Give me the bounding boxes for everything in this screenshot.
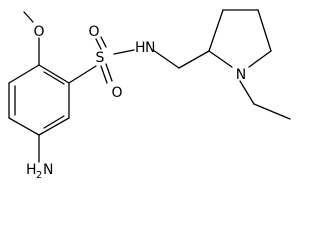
bond-ring-inner-2	[43, 115, 65, 129]
bond-ring-c6-c1	[8, 64, 40, 84]
amine-h-label: H	[26, 162, 37, 178]
bond-pyr-c4-c5	[257, 9, 272, 52]
bond-ring-c1-c2	[38, 64, 70, 84]
amine-h-count-label: 2	[36, 170, 42, 181]
chemical-structure-diagram: O S O O H N N H 2 N	[8, 9, 291, 181]
bond-pyr-c2-c3	[208, 9, 224, 52]
sulfonyl-oxygen-bottom-label: O	[111, 85, 122, 101]
sulfonamide-h-label: H	[135, 40, 146, 56]
bond-s-o-bottom-b	[105, 63, 113, 82]
bond-ring-sulfur	[68, 65, 97, 84]
bond-pyr-n-c2	[208, 50, 233, 68]
atom-labels: O S O O H N N H 2 N	[26, 24, 246, 181]
bond-ring-inner-1	[43, 71, 65, 85]
sulfonamide-n-label: N	[145, 40, 155, 56]
bonds	[8, 9, 291, 163]
bond-s-n	[113, 49, 135, 55]
pyrrolidine-nitrogen-label: N	[236, 67, 246, 83]
bond-ring-c4-c5	[8, 117, 40, 136]
bond-s-o-bottom-a	[100, 65, 108, 84]
bond-ethyl-ch2-ch3	[253, 103, 291, 120]
bond-s-o-top-b	[100, 36, 107, 48]
bond-methyl-methoxy-o	[23, 11, 34, 23]
bond-ch2-c2	[178, 50, 210, 69]
bond-n-ch2	[152, 49, 180, 69]
bond-s-o-top-a	[95, 38, 102, 50]
methoxy-oxygen-label: O	[33, 24, 44, 40]
amine-nitrogen-label: N	[43, 162, 53, 178]
bond-n-ethyl-ch2	[239, 80, 255, 105]
sulfonyl-oxygen-top-label: O	[88, 24, 99, 40]
bond-pyr-c5-n	[248, 50, 272, 68]
sulfur-label: S	[96, 50, 105, 66]
bond-ring-c3-c4	[38, 117, 70, 136]
